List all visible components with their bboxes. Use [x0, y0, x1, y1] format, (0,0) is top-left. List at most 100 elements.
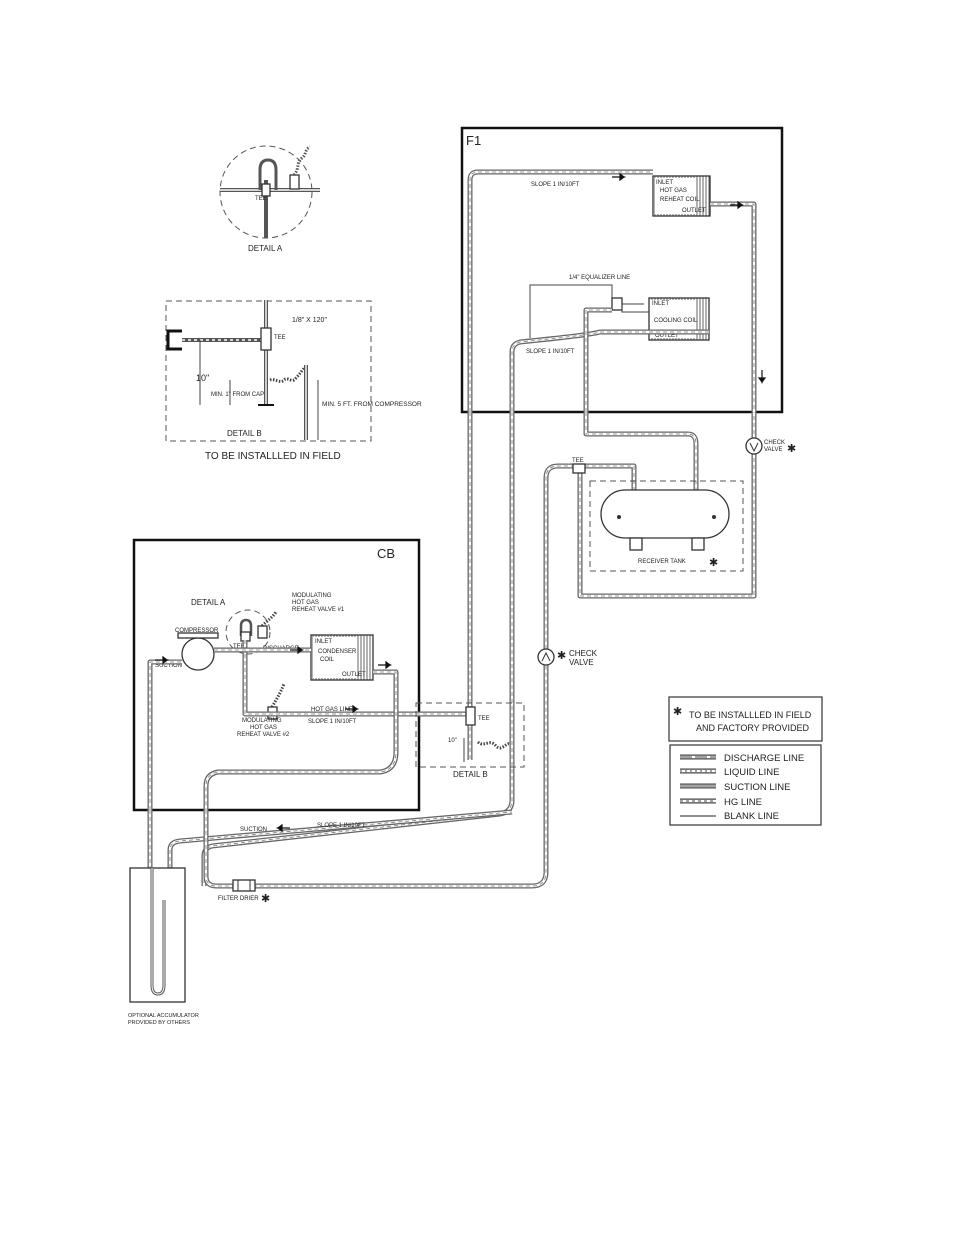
- detail-b: 1/8" X 120" TEE 10" MIN. 1" FROM CAP MIN…: [165, 300, 422, 462]
- detail-b-title: DETAIL B: [227, 429, 262, 438]
- f1-title: F1: [466, 133, 481, 148]
- condenser-inlet: INLET: [315, 639, 332, 645]
- detail-b-tee-label: TEE: [274, 335, 286, 341]
- hot-gas-line-label: HOT GAS LINE: [311, 707, 353, 713]
- field-components: TEE 10" DETAIL B RECEIVER TANK ✱ TEE CHE…: [128, 437, 796, 1026]
- detail-b-tee: [260, 327, 272, 351]
- valve1-line3: REHEAT VALVE #1: [292, 607, 345, 613]
- valve1-line1: MODULATING: [292, 593, 332, 599]
- compressor-label: COMPRESSOR: [175, 628, 219, 634]
- filter-drier-star: ✱: [261, 893, 270, 905]
- detail-b-ref-frame: [415, 702, 525, 768]
- receiver-star: ✱: [709, 557, 718, 569]
- slope-bottom-label: SLOPE 1 IN/10FT: [317, 823, 366, 829]
- check-valve-1: [745, 437, 763, 455]
- suction-bottom-label: SUCTION: [240, 827, 267, 833]
- detail-b-cap-coil: [269, 364, 308, 383]
- reheat-coil-line1: HOT GAS: [660, 188, 687, 194]
- pipe-reheat-supply: [467, 169, 653, 412]
- check-valve-2-star: ✱: [557, 650, 566, 662]
- valve2-line3: REHEAT VALVE #2: [237, 732, 290, 738]
- valve2-line2: HOT GAS: [250, 725, 277, 731]
- detail-b-dim: 10": [196, 373, 209, 383]
- cooling-coil-outlet: OUTLET: [655, 333, 679, 339]
- condenser-line1: CONDENSER: [318, 649, 357, 655]
- valve2-line1: MODULATING: [242, 718, 282, 724]
- detail-b-ref: DETAIL B: [453, 770, 488, 779]
- f1-slope-top: SLOPE 1 IN/10FT: [531, 182, 580, 188]
- pipe-cb-suction: [147, 659, 182, 810]
- pipe-suction-bottom: [167, 809, 513, 868]
- field-tee-b: [465, 706, 476, 726]
- legend-hg: HG LINE: [724, 797, 762, 808]
- receiver-tank-label: RECEIVER TANK: [638, 559, 686, 565]
- detail-b-coil-spec: 1/8" X 120": [292, 317, 327, 324]
- pipe-liquid-cooling: [583, 412, 699, 490]
- cb-box: [132, 538, 421, 812]
- piping: [147, 169, 757, 889]
- cb-unit: CB COMPRESSOR DETAIL A TEE MODULATING HO…: [132, 538, 421, 812]
- reheat-coil-line2: REHEAT COIL: [660, 197, 700, 203]
- filter-drier-label: FILTER DRIER: [218, 896, 259, 902]
- cb-title: CB: [377, 546, 395, 561]
- legend-note-box: [668, 696, 823, 742]
- pipe-liquid-tee-drop: [577, 412, 757, 599]
- detail-b-frame: [165, 300, 372, 442]
- reheat-coil-inlet: INLET: [656, 180, 673, 186]
- f1-box: [460, 126, 784, 414]
- cooling-coil-inlet: INLET: [652, 301, 669, 307]
- cooling-coil-name: COOLING COIL: [654, 318, 698, 324]
- legend-discharge: DISCHARGE LINE: [724, 753, 804, 764]
- reheat-coil-outlet: OUTLET: [682, 208, 706, 214]
- field-cap-coil: [476, 740, 511, 750]
- check-valve-1-star: ✱: [787, 443, 796, 455]
- detail-a-ref: DETAIL A: [191, 598, 226, 607]
- accumulator-l2: PROVIDED BY OTHERS: [128, 1020, 190, 1026]
- field-tee-top: TEE: [572, 458, 584, 464]
- detail-a-tee: [261, 183, 271, 197]
- legend: ✱ TO BE INSTALLLED IN FIELD AND FACTORY …: [668, 696, 823, 826]
- legend-liquid: LIQUID LINE: [724, 767, 779, 778]
- suction-label: SUCTION: [155, 663, 182, 669]
- cb-tee: [240, 631, 251, 642]
- condenser-outlet: OUTLET: [342, 672, 366, 678]
- check-valve-2: [537, 648, 555, 666]
- accumulator-l1: OPTIONAL ACCUMULATOR: [128, 1013, 199, 1019]
- legend-note-star: ✱: [673, 706, 682, 718]
- field-dim-10b: 10": [448, 738, 457, 744]
- check-valve-2-l1: CHECK: [569, 649, 598, 658]
- detail-a-cap-tube: [292, 145, 311, 176]
- check-valve-1-l1: CHECK: [764, 440, 785, 446]
- detail-a-valve: [289, 174, 300, 190]
- pipe-cooling-outlet: [509, 329, 709, 412]
- legend-note-line1: TO BE INSTALLLED IN FIELD: [689, 710, 812, 720]
- detail-a-title: DETAIL A: [248, 244, 283, 253]
- receiver-tank: [600, 489, 730, 539]
- check-valve-1-l2: VALVE: [764, 447, 782, 453]
- detail-a-tee-label: TEE: [255, 196, 267, 202]
- pipe-liquid-main: [203, 463, 637, 889]
- detail-b-min-comp: MIN. 5 FT. FROM COMPRESSOR: [322, 401, 422, 408]
- optional-accumulator: [129, 867, 186, 1003]
- expansion-valve: [611, 297, 623, 311]
- compressor: [181, 637, 215, 671]
- pipe-condenser-out: [203, 669, 399, 810]
- detail-a: TEE DETAIL A: [219, 145, 320, 253]
- field-tee-b-label: TEE: [478, 716, 490, 722]
- legend-suction: SUCTION LINE: [724, 782, 791, 793]
- detail-a-ref-circle: [225, 609, 271, 655]
- check-valve-2-l2: VALVE: [569, 658, 594, 667]
- pipe-reheat-outlet: [710, 201, 757, 412]
- filter-drier: [232, 879, 256, 892]
- receiver-tank-frame: [589, 480, 744, 572]
- pipe-liquid-valve: [583, 307, 612, 412]
- flow-arrows: [155, 172, 767, 833]
- detail-b-caption: TO BE INSTALLLED IN FIELD: [205, 451, 341, 462]
- legend-note-line2: AND FACTORY PROVIDED: [696, 723, 810, 733]
- valve1-line2: HOT GAS: [292, 600, 319, 606]
- f1-equalizer: 1/4" EQUALIZER LINE: [569, 275, 630, 281]
- equalizer-line: [529, 284, 613, 338]
- cb-tee-label: TEE: [233, 644, 245, 650]
- field-tee-top-fitting: [572, 463, 586, 474]
